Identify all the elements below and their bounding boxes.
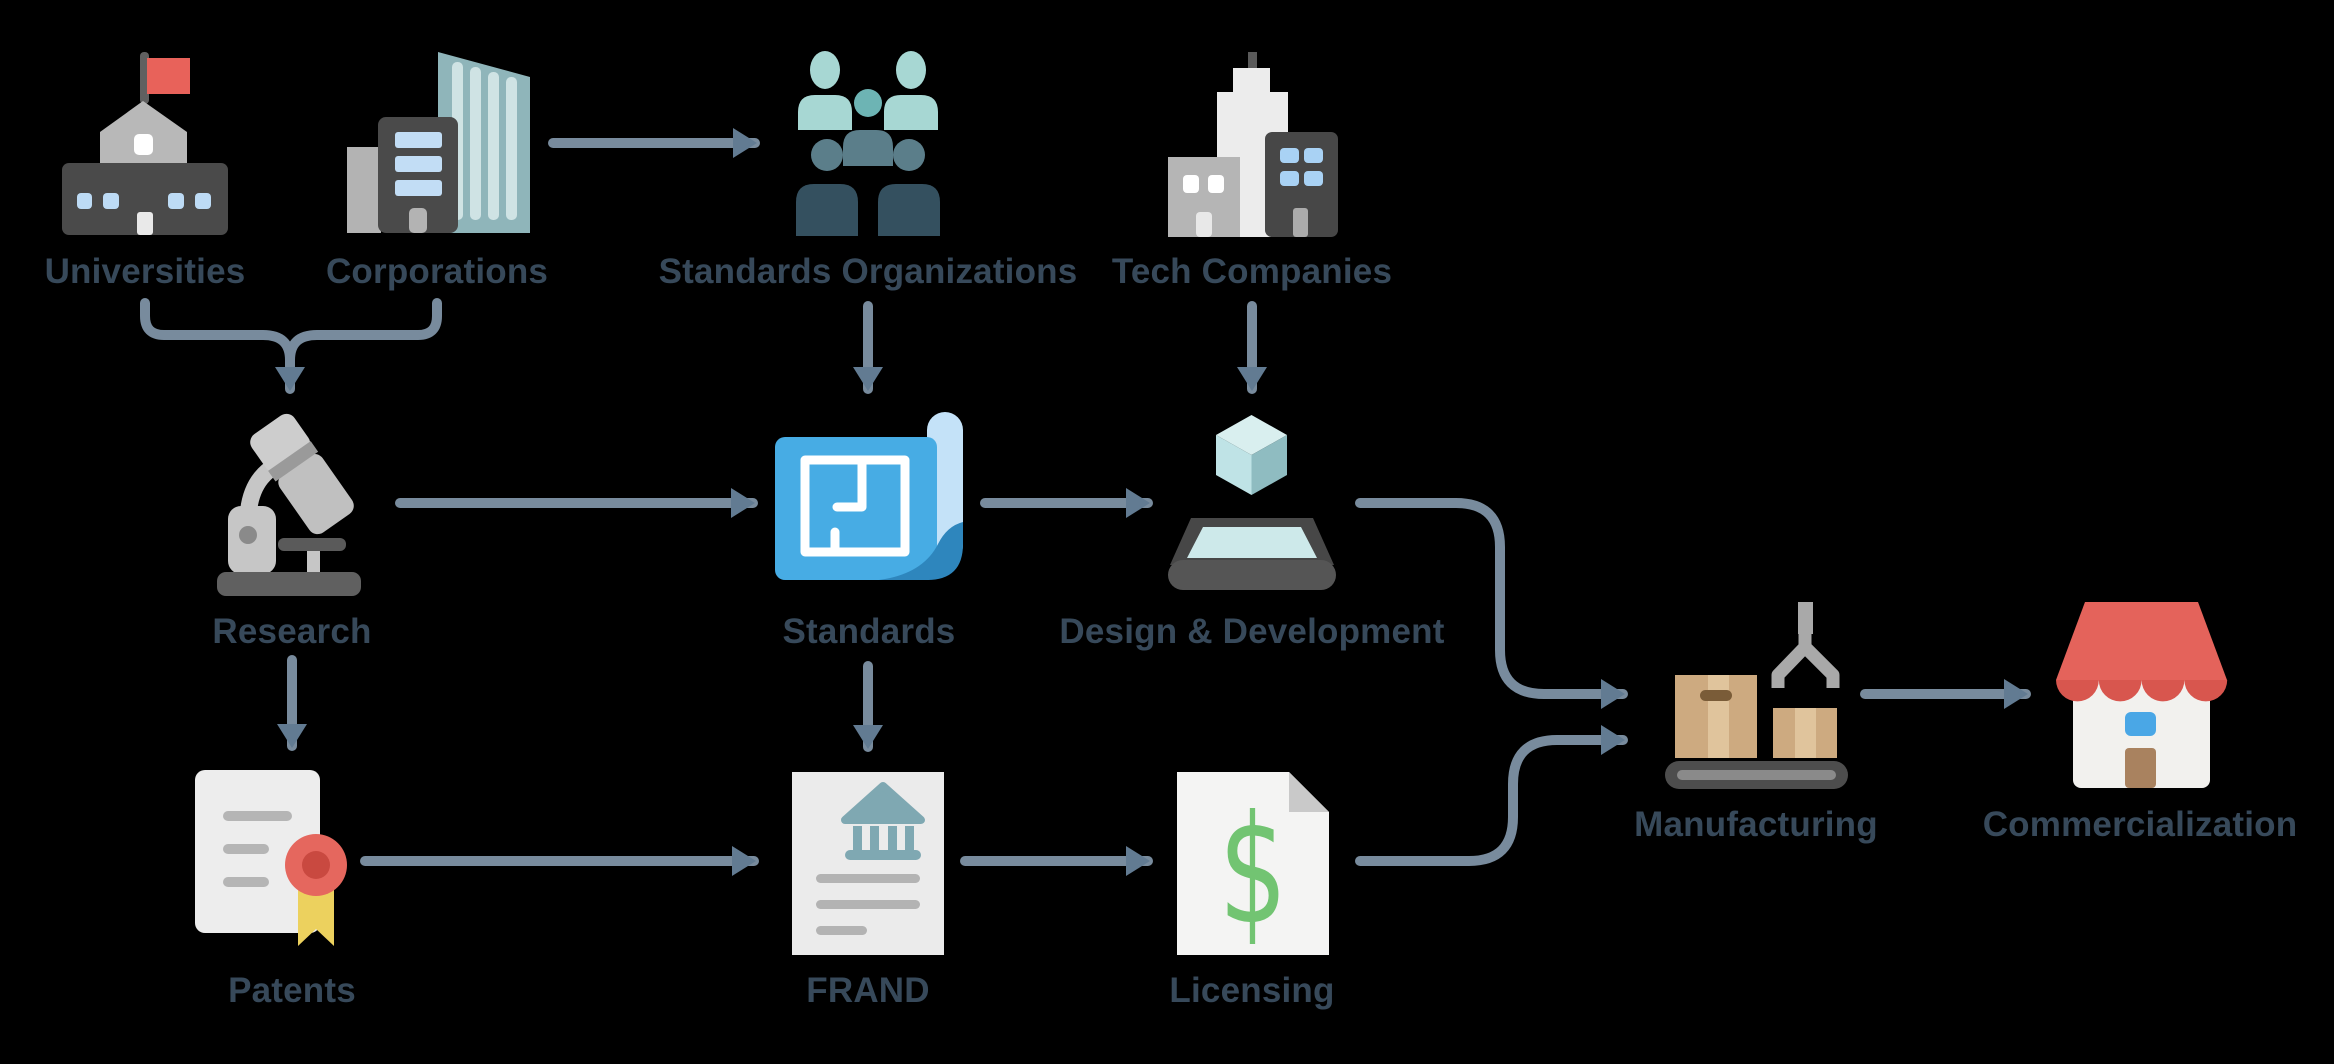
node-label-design-development: Design & Development — [1059, 612, 1445, 651]
dollar-document-icon: $ — [1177, 772, 1329, 955]
edge-corporations-research — [285, 298, 442, 365]
skyscraper-buildings-icon — [1168, 52, 1338, 237]
node-label-standards: Standards — [782, 612, 956, 651]
svg-text:$: $ — [1219, 783, 1288, 955]
node-label-universities: Universities — [44, 252, 246, 291]
blueprint-icon — [775, 412, 963, 580]
edge-universities-research — [140, 298, 305, 394]
node-label-manufacturing: Manufacturing — [1634, 805, 1878, 844]
node-label-commercialization: Commercialization — [1982, 805, 2298, 844]
institution-document-icon — [792, 772, 944, 955]
microscope-icon — [217, 413, 361, 596]
node-label-research: Research — [212, 612, 372, 651]
3d-printing-icon — [1168, 415, 1336, 590]
node-label-standards-organizations: Standards Organizations — [658, 252, 1078, 291]
conveyor-boxes-claw-icon — [1665, 602, 1848, 789]
node-label-corporations: Corporations — [325, 252, 549, 291]
people-group-icon — [796, 51, 940, 236]
edge-licensing-manufacturing — [1355, 725, 1628, 866]
edge-design-development-manufacturing — [1355, 498, 1628, 709]
node-label-tech-companies: Tech Companies — [1111, 252, 1393, 291]
node-label-licensing: Licensing — [1169, 971, 1335, 1010]
office-buildings-icon — [347, 52, 530, 233]
university-building-icon — [62, 52, 228, 235]
node-label-patents: Patents — [228, 971, 356, 1010]
storefront-icon — [2056, 602, 2228, 788]
certificate-ribbon-icon — [195, 770, 347, 946]
node-label-frand: FRAND — [806, 971, 930, 1010]
